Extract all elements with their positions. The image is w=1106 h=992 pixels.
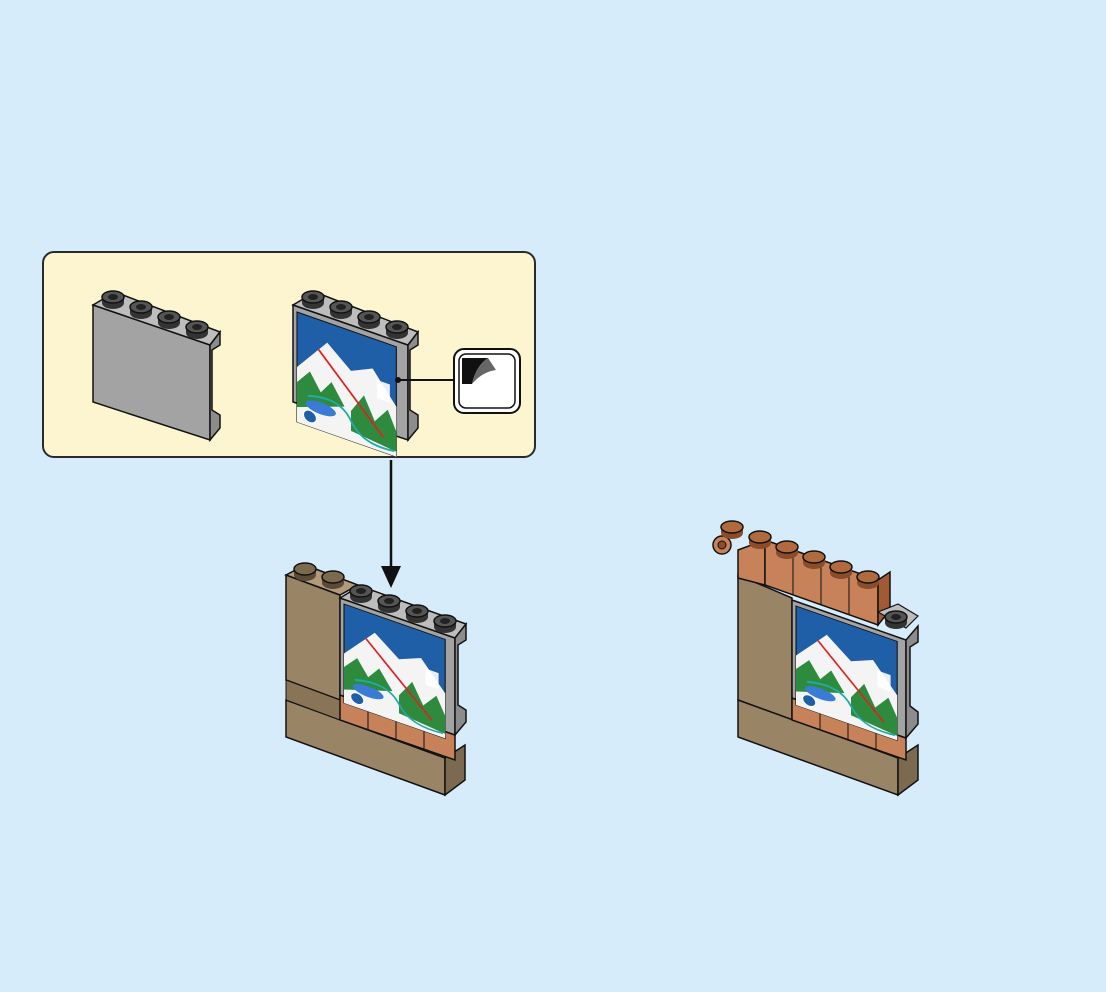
sticker-callout [453, 348, 521, 414]
arrow-head-icon [381, 566, 401, 588]
poster-panel-brick-2 [291, 290, 420, 458]
grey-panel-brick-1 [91, 290, 222, 443]
step-4-assembly [712, 520, 919, 797]
step-3-assembly [284, 562, 468, 797]
